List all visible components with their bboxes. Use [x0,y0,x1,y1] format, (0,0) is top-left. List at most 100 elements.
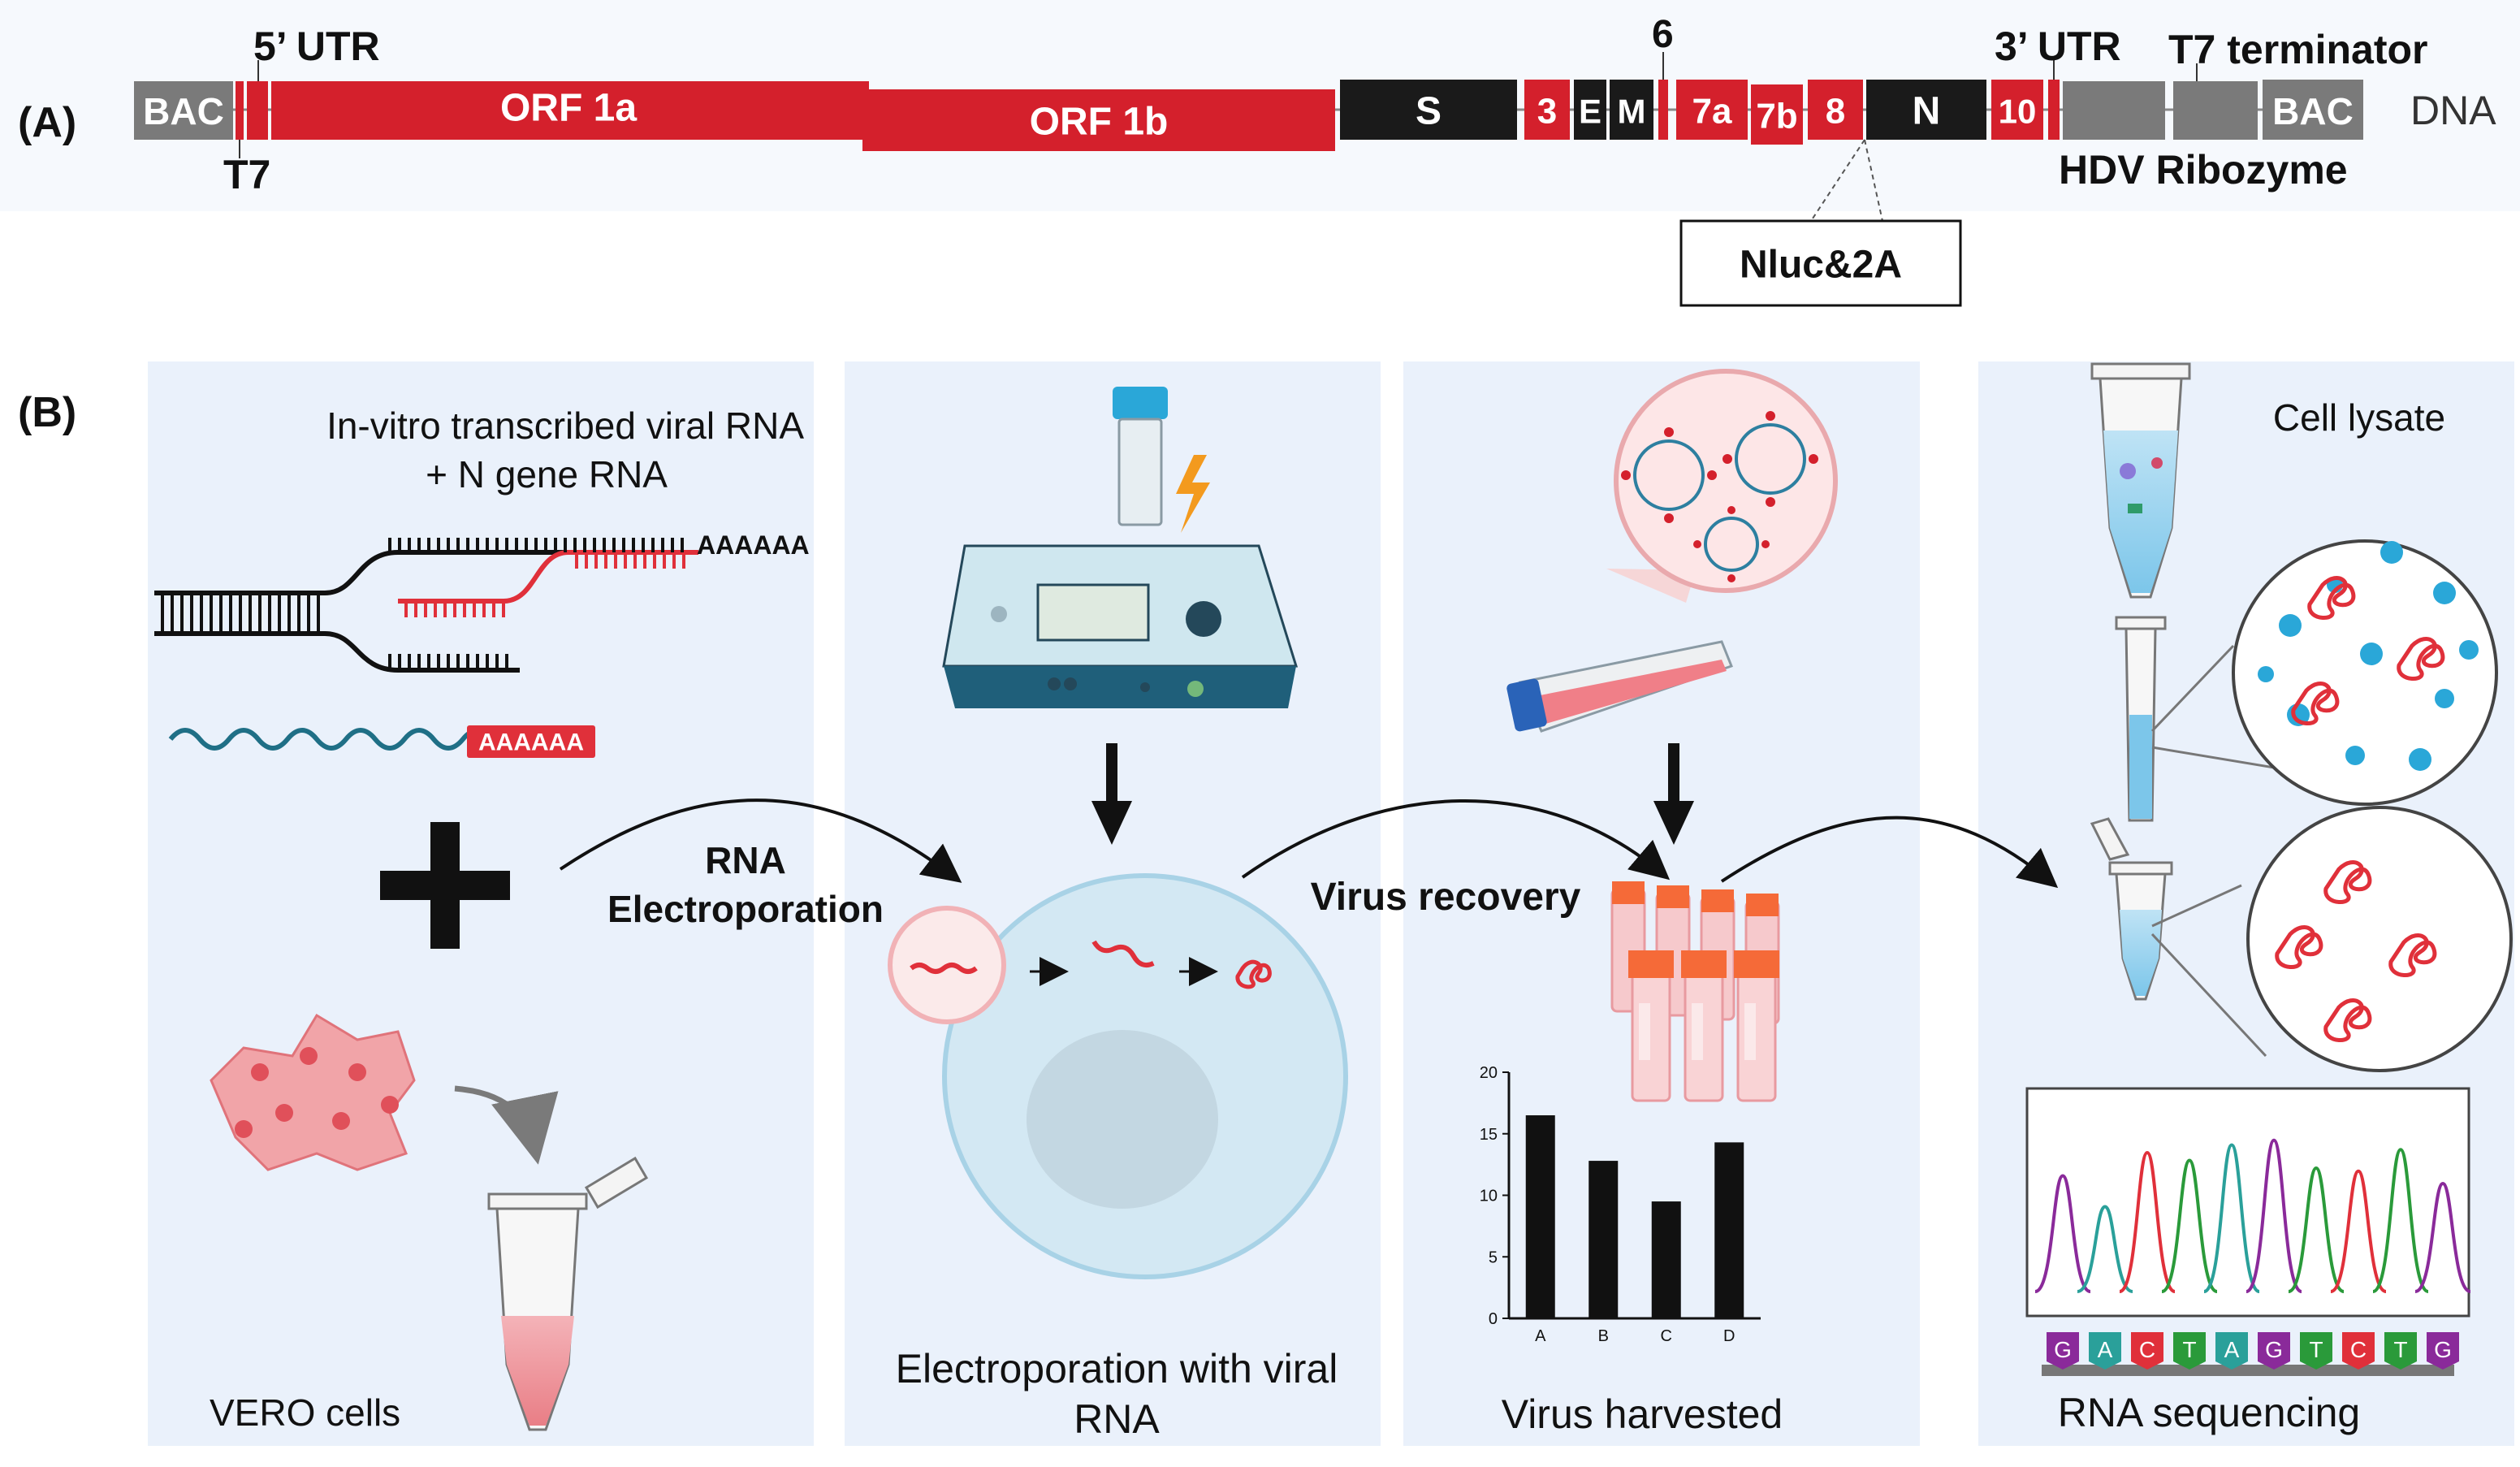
sequencing-arrow [1720,816,2059,889]
segment-e-label: E [1579,93,1601,131]
chromatogram-peaks [2034,1138,2471,1293]
dna-transcription-icon [154,538,698,673]
chart-y-tick-label: 0 [1489,1310,1498,1328]
segment-n-label: N [1913,90,1941,133]
utr3-label: 3’ UTR [1995,24,2121,69]
panel-step1 [148,361,814,1446]
chromatogram-peak [2246,1138,2302,1293]
base-call-tag [2131,1332,2163,1370]
vero-cells-caption: VERO cells [210,1391,400,1434]
base-call-tag [2047,1332,2079,1370]
base-call-tag [2173,1332,2206,1370]
insert-guide-left [1810,139,1865,222]
arrow1-label-line2: Electroporation [607,888,884,930]
panel-a-label: (A) [18,99,76,146]
chart-bar-D [1714,1142,1744,1318]
virus-magnifier-icon [1506,369,1838,733]
segment-orf7a [1676,80,1748,140]
base-call-letter: G [2434,1337,2452,1362]
base-call-letter: T [2309,1337,2323,1362]
chromatogram-peak [2414,1181,2471,1293]
vero-cells-icon [210,1013,416,1171]
dna-label: DNA [2410,88,2496,133]
polya-box [467,725,595,758]
base-call-tag [2215,1332,2248,1370]
chromatogram-peak [2330,1169,2387,1293]
step4-caption-bottom: RNA sequencing [2058,1390,2360,1435]
segment-bac-right [2263,80,2363,140]
chromatogram-peak [2288,1166,2345,1293]
segment-m [1610,80,1653,140]
zoom-line-2b [2150,933,2267,1058]
segment-bac-left [134,81,233,140]
arrow2-label: Virus recovery [1311,876,1581,919]
base-call-letter: A [2098,1337,2113,1362]
segment-orf7b-label: 7b [1756,97,1797,136]
panel-b: (B) In-vitro transcribed viral RNA + N g… [18,361,2514,1446]
chromatogram-peak [2203,1143,2260,1293]
chart-y-tick-label: 10 [1480,1188,1498,1205]
electroporator-icon [942,387,1299,708]
base-call-letter: A [2224,1337,2240,1362]
segment-orf1a [271,81,869,140]
zoom-line-2a [2151,884,2242,928]
chromatogram-peak [2372,1148,2429,1293]
orf6-label: 6 [1652,13,1674,56]
polya-tail-text: AAAAAA [697,530,810,560]
step1-caption-line2: + N gene RNA [426,453,668,495]
segment-t7-terminator [2173,81,2258,140]
t7-terminator-label: T7 terminator [2168,27,2428,72]
segment-5utr [247,81,268,140]
down-arrow-step2 [1091,743,1132,845]
lysate-zoom-circle [2232,539,2498,806]
base-call-tag [2384,1332,2417,1370]
step1-caption-line1: In-vitro transcribed viral RNA [326,405,804,447]
segment-orf8 [1808,80,1863,140]
n-gene-rna-icon [168,728,495,751]
chart-bar-A [1525,1115,1555,1318]
segment-t7 [236,81,244,140]
base-call-letter: T [2393,1337,2407,1362]
polya-box-text: AAAAAA [478,729,584,756]
segment-bac-left-label: BAC [143,90,224,132]
step2-caption-line2: RNA [1074,1396,1160,1442]
segment-orf7a-label: 7a [1692,92,1732,132]
segment-orf1b-label: ORF 1b [1030,101,1169,144]
segment-orf1a-label: ORF 1a [500,87,637,130]
spin-column-icon [2115,616,2167,822]
rna-zoom-circle [2246,806,2513,1072]
chart-y-tick-label: 20 [1480,1064,1498,1082]
segment-3utr [2048,80,2060,140]
base-call-tag [2427,1332,2459,1370]
chart-bar-B [1589,1161,1619,1318]
hdv-ribozyme-label: HDV Ribozyme [2059,147,2348,193]
chart-x-tick-label: A [1535,1327,1546,1345]
segment-s [1340,80,1517,140]
segment-orf3-label: 3 [1537,92,1557,132]
chromatogram-peak [2161,1158,2218,1293]
base-call-letter: C [2139,1337,2155,1362]
segment-orf8-label: 8 [1826,92,1845,132]
panel-a: (A) BAC ORF 1a ORF 1b S 3 E M 7a 7b 8 N … [0,0,2520,307]
segment-bac-right-label: BAC [2272,90,2354,132]
chromatogram-peak [2034,1174,2091,1293]
segment-orf10 [1991,80,2043,140]
segment-orf1b [862,89,1335,151]
base-call-letter: G [2265,1337,2283,1362]
arrow1-label-line1: RNA [705,839,786,881]
step2-caption-line1: Electroporation with viral [896,1346,1338,1391]
lysate-tube-icon [2090,362,2191,599]
chart-bar-C [1651,1201,1681,1318]
base-call-letter: G [2054,1337,2072,1362]
segment-n [1866,80,1986,140]
base-call-tag [2342,1332,2375,1370]
zoom-line-1a [2150,644,2235,733]
down-arrow-step3 [1653,743,1694,845]
segment-orf3 [1524,80,1570,140]
electroporation-arrow [559,798,962,883]
t7-label: T7 [223,152,270,197]
panel-b-label: (B) [18,389,76,436]
